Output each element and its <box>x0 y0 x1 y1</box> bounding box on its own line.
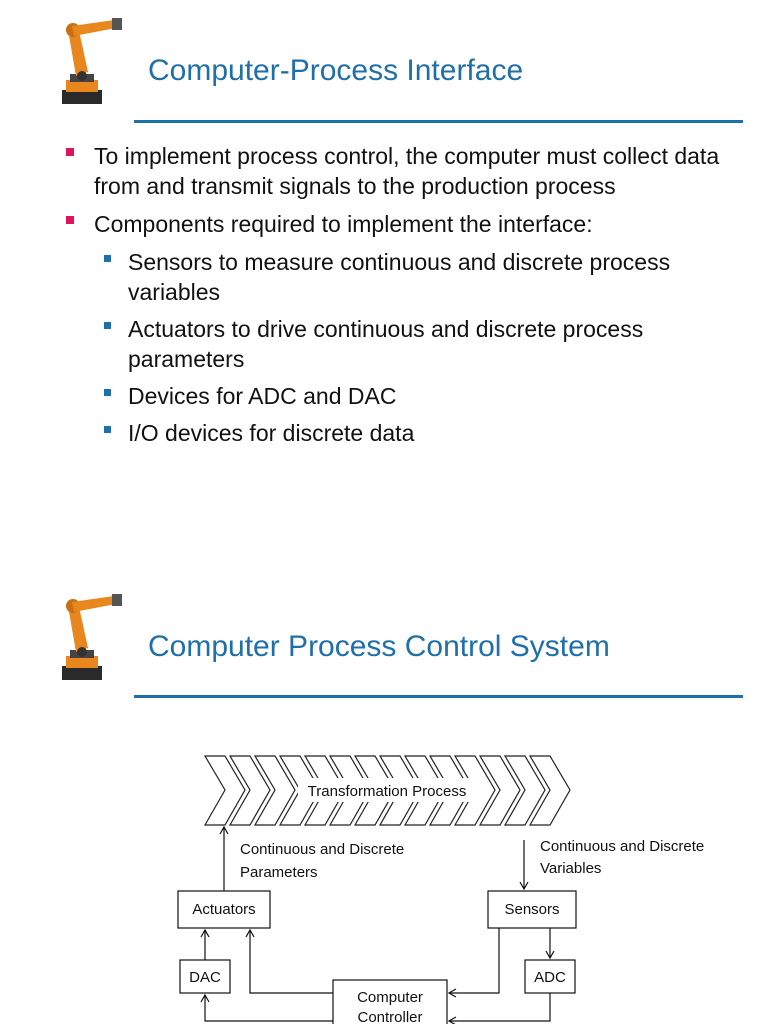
industrial-robot-icon <box>62 594 122 680</box>
title-divider <box>134 120 743 123</box>
parameters-label-line2: Parameters <box>240 864 318 881</box>
sub-bullet-square-icon <box>104 322 111 329</box>
svg-text:Actuators: Actuators <box>192 901 255 918</box>
bullet-list: To implement process control, the comput… <box>66 141 726 455</box>
list-item: I/O devices for discrete data <box>66 418 726 448</box>
svg-text:Sensors: Sensors <box>504 901 559 918</box>
list-item-text: Actuators to drive continuous and discre… <box>128 316 644 372</box>
variables-label-line2: Variables <box>540 860 601 877</box>
svg-text:ADC: ADC <box>534 969 566 986</box>
page-title-2: Computer Process Control System <box>148 630 610 663</box>
list-item-text: Sensors to measure continuous and discre… <box>128 249 671 305</box>
list-item: Devices for ADC and DAC <box>66 381 726 411</box>
list-item: Components required to implement the int… <box>66 209 726 239</box>
signal-arrows <box>200 825 555 1024</box>
list-item-text: Devices for ADC and DAC <box>128 383 397 409</box>
list-item-text: To implement process control, the comput… <box>94 143 720 199</box>
computer-controller-box: Computer Controller <box>332 979 448 1024</box>
industrial-robot-icon <box>62 18 122 104</box>
adc-box: ADC <box>524 959 576 994</box>
svg-text:Controller: Controller <box>357 1009 422 1024</box>
sub-bullet-square-icon <box>104 426 111 433</box>
sensors-box: Sensors <box>487 890 577 929</box>
actuators-box: Actuators <box>177 890 271 929</box>
list-item: Actuators to drive continuous and discre… <box>66 314 726 374</box>
variables-label-line1: Continuous and Discrete <box>540 838 704 855</box>
transformation-process-label: Transformation Process <box>308 783 467 800</box>
page-title: Computer-Process Interface <box>148 54 524 87</box>
bullet-square-icon <box>66 216 74 224</box>
list-item-text: Components required to implement the int… <box>94 211 593 237</box>
control-system-diagram: Transformation Process Continuous and Di… <box>177 755 704 1024</box>
svg-text:DAC: DAC <box>189 969 221 986</box>
dac-box: DAC <box>179 959 231 994</box>
title-divider-2 <box>134 695 743 698</box>
list-item: To implement process control, the comput… <box>66 141 726 201</box>
sub-bullet-square-icon <box>104 389 111 396</box>
list-item: Sensors to measure continuous and discre… <box>66 247 726 307</box>
sub-bullet-square-icon <box>104 255 111 262</box>
parameters-label-line1: Continuous and Discrete <box>240 841 404 858</box>
svg-text:Computer: Computer <box>357 989 423 1006</box>
list-item-text: I/O devices for discrete data <box>128 420 415 446</box>
bullet-square-icon <box>66 148 74 156</box>
